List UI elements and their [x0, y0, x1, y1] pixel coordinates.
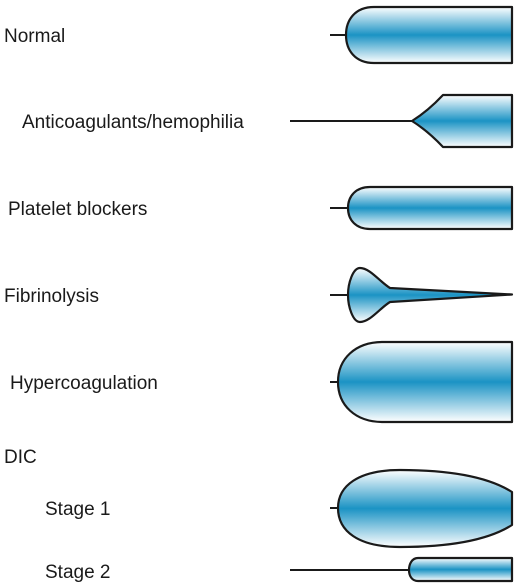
trace-dic-stage1: [330, 468, 514, 549]
label-normal: Normal: [4, 26, 65, 47]
trace-anticoagulants: [290, 93, 514, 149]
trace-normal: [330, 5, 514, 65]
trace-fibrinolysis: [330, 266, 514, 324]
label-hypercoagulation: Hypercoagulation: [10, 373, 158, 394]
label-fibrinolysis: Fibrinolysis: [4, 286, 99, 307]
label-anticoagulants: Anticoagulants/hemophilia: [22, 112, 244, 133]
trace-hypercoagulation: [330, 340, 514, 424]
label-dic: DIC: [4, 447, 37, 468]
trace-dic-stage2: [290, 556, 514, 583]
label-dic-stage1: Stage 1: [45, 499, 111, 520]
trace-platelet-blockers: [330, 185, 514, 231]
label-platelet-blockers: Platelet blockers: [8, 199, 147, 220]
label-dic-stage2: Stage 2: [45, 562, 111, 583]
